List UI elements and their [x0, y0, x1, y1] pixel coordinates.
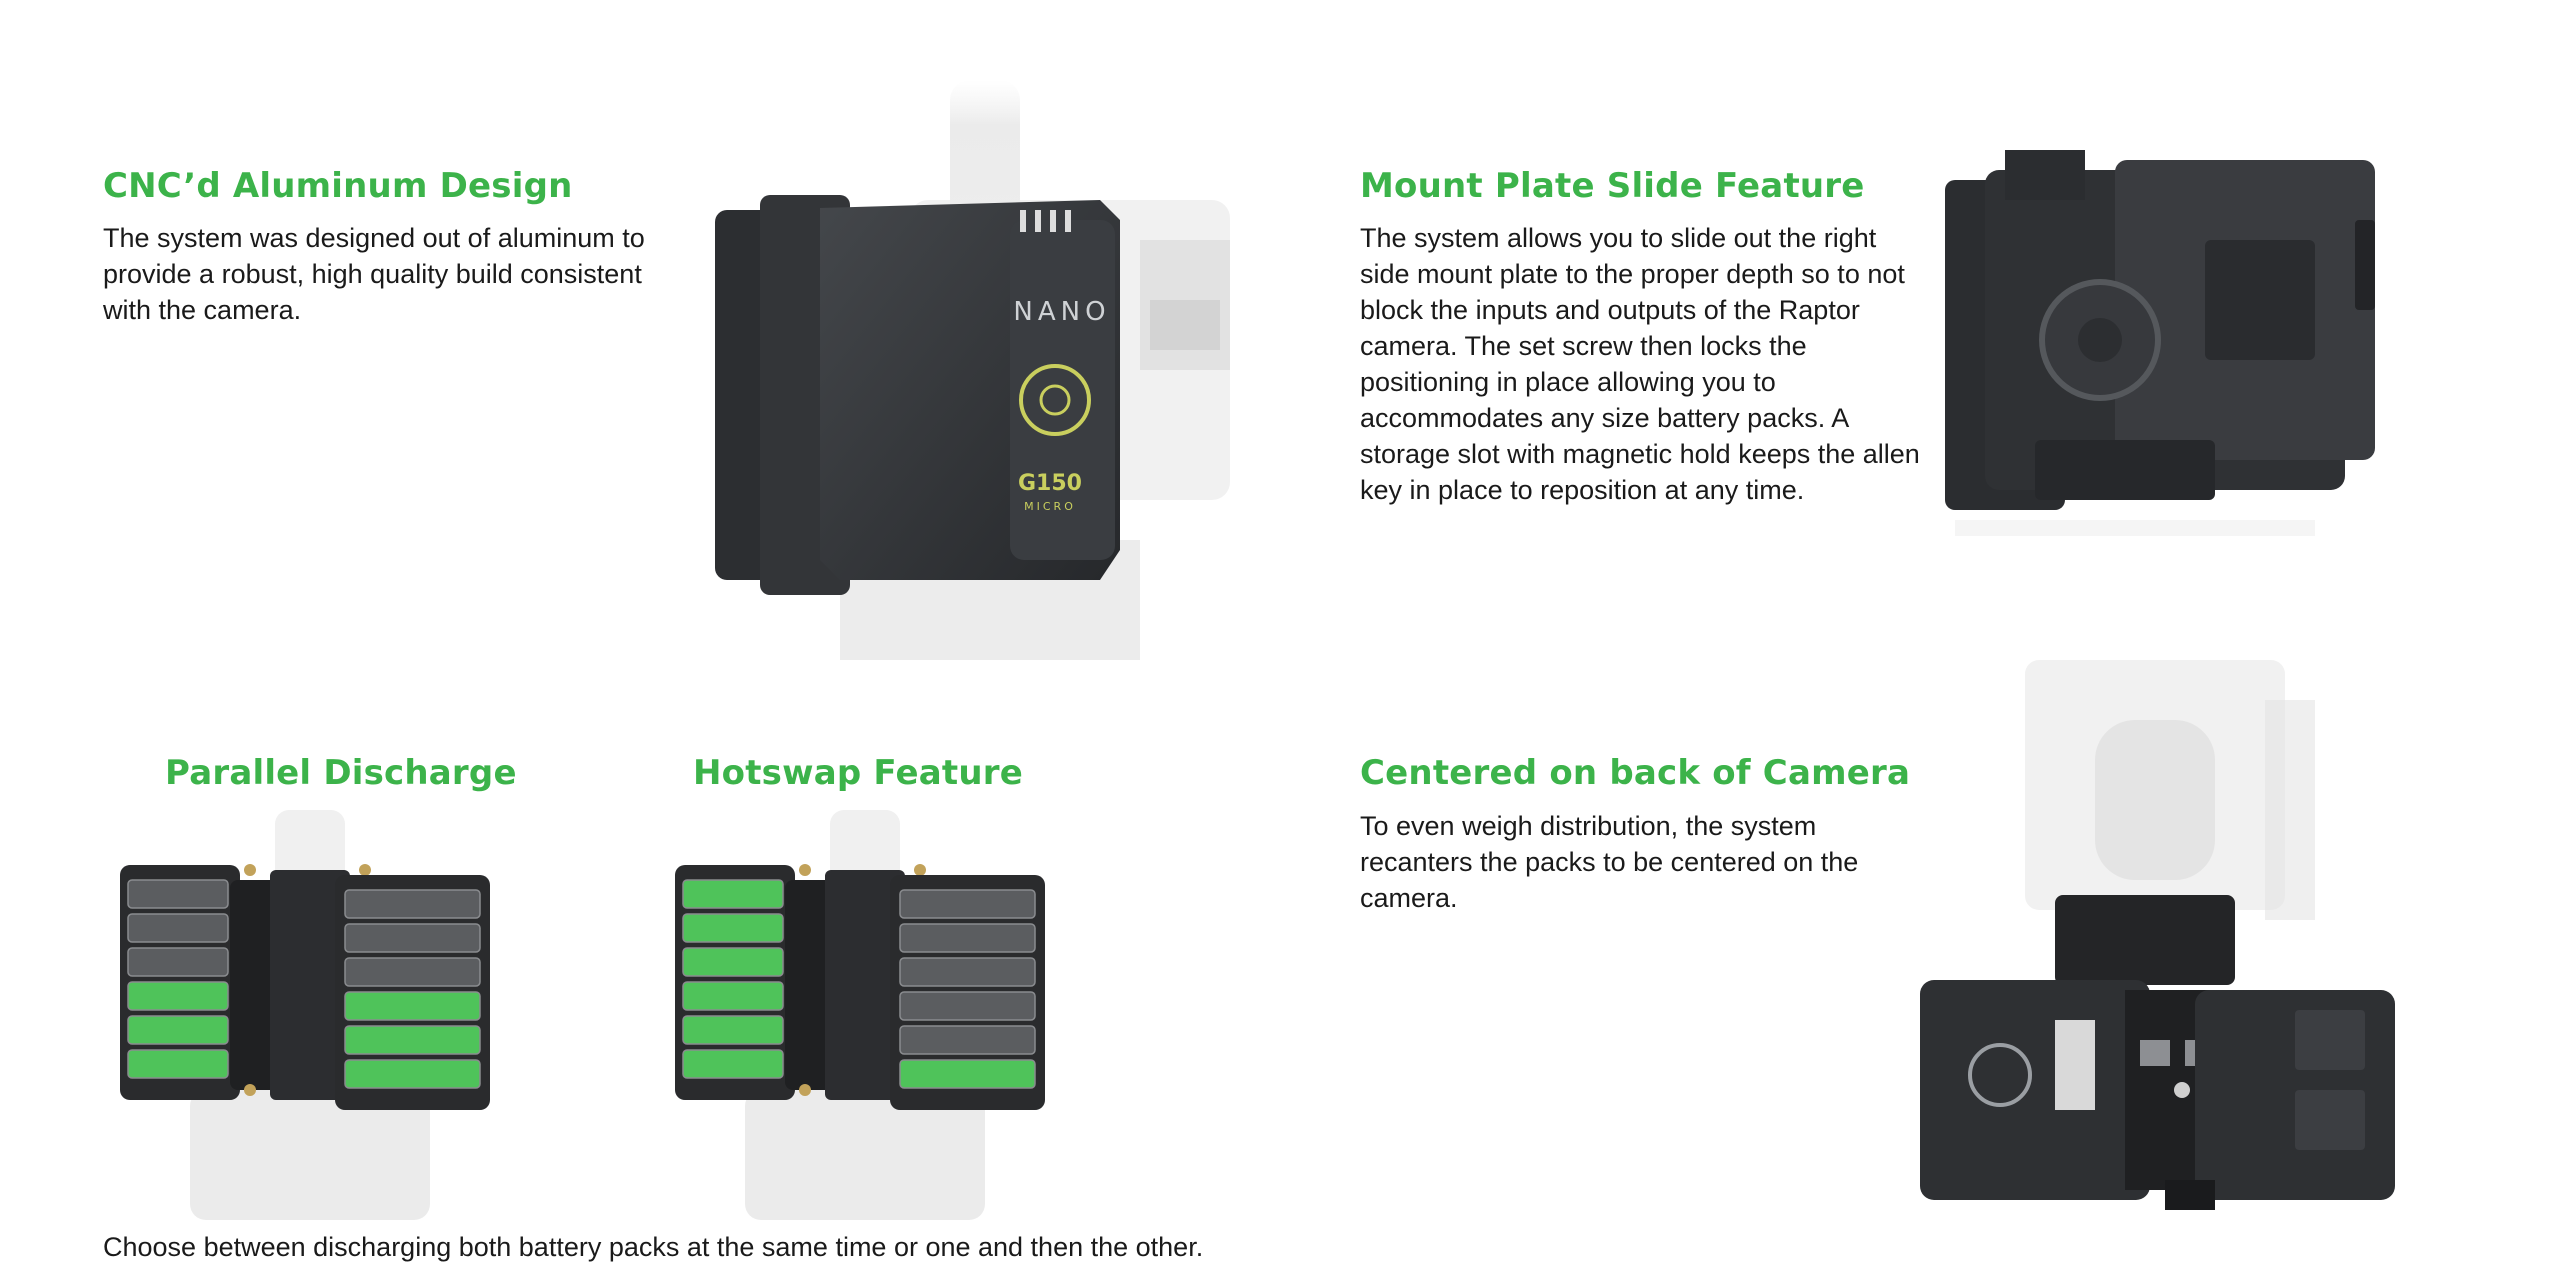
parallel-right-bar-1 [344, 889, 481, 919]
hotswap-right-bar-4 [899, 991, 1036, 1021]
slide-title: Mount Plate Slide Feature [1360, 166, 1865, 206]
hotswap-left-bar-5 [682, 1015, 784, 1045]
parallel-left-bar-6 [127, 1049, 229, 1079]
discharge-footer-text: Choose between discharging both battery … [103, 1232, 1204, 1262]
hotswap-right-bar-3 [899, 957, 1036, 987]
parallel-right-bar-5 [344, 1025, 481, 1055]
aluminum-title: CNC’d Aluminum Design [103, 166, 573, 206]
hotswap-left-bar-3 [682, 947, 784, 977]
hotswap-left-bar-1 [682, 879, 784, 909]
hotswap-right-bar-6 [899, 1059, 1036, 1089]
hotswap-left-bar-4 [682, 981, 784, 1011]
parallel-left-bar-2 [127, 913, 229, 943]
hotswap-right-bar-2 [899, 923, 1036, 953]
parallel-right-bar-2 [344, 923, 481, 953]
parallel-left-bar-1 [127, 879, 229, 909]
hotswap-title: Hotswap Feature [693, 753, 1023, 793]
hotswap-right-pack-bars [899, 889, 1036, 1089]
hotswap-left-pack-bars [682, 879, 784, 1079]
parallel-right-pack-bars [344, 889, 481, 1089]
parallel-discharge-diagram [110, 810, 510, 1220]
parallel-right-bar-3 [344, 957, 481, 987]
parallel-title: Parallel Discharge [165, 753, 517, 793]
parallel-left-bar-3 [127, 947, 229, 977]
centered-description: To even weigh distribution, the system r… [1360, 811, 1859, 913]
centered-system-photo [1905, 660, 2405, 1220]
parallel-left-bar-4 [127, 981, 229, 1011]
centered-title: Centered on back of Camera [1360, 753, 1911, 793]
parallel-right-bar-6 [344, 1059, 481, 1089]
hotswap-left-bar-2 [682, 913, 784, 943]
parallel-left-bar-5 [127, 1015, 229, 1045]
hotswap-right-bar-1 [899, 889, 1036, 919]
parallel-right-bar-4 [344, 991, 481, 1021]
hotswap-diagram [665, 810, 1065, 1220]
hotswap-left-bar-6 [682, 1049, 784, 1079]
parallel-left-pack-bars [127, 879, 229, 1079]
battery-brand-label: NANO [1013, 297, 1110, 327]
hotswap-right-bar-5 [899, 1025, 1036, 1055]
mount-plate-photo [1935, 140, 2395, 540]
battery-model-label: G150 [1018, 471, 1082, 496]
slide-description: The system allows you to slide out the r… [1360, 223, 1920, 505]
battery-model-sub-label: MICRO [1024, 500, 1076, 513]
aluminum-description: The system was designed out of aluminum … [103, 223, 645, 325]
battery-on-camera-photo: NANO G150 MICRO [700, 70, 1240, 670]
